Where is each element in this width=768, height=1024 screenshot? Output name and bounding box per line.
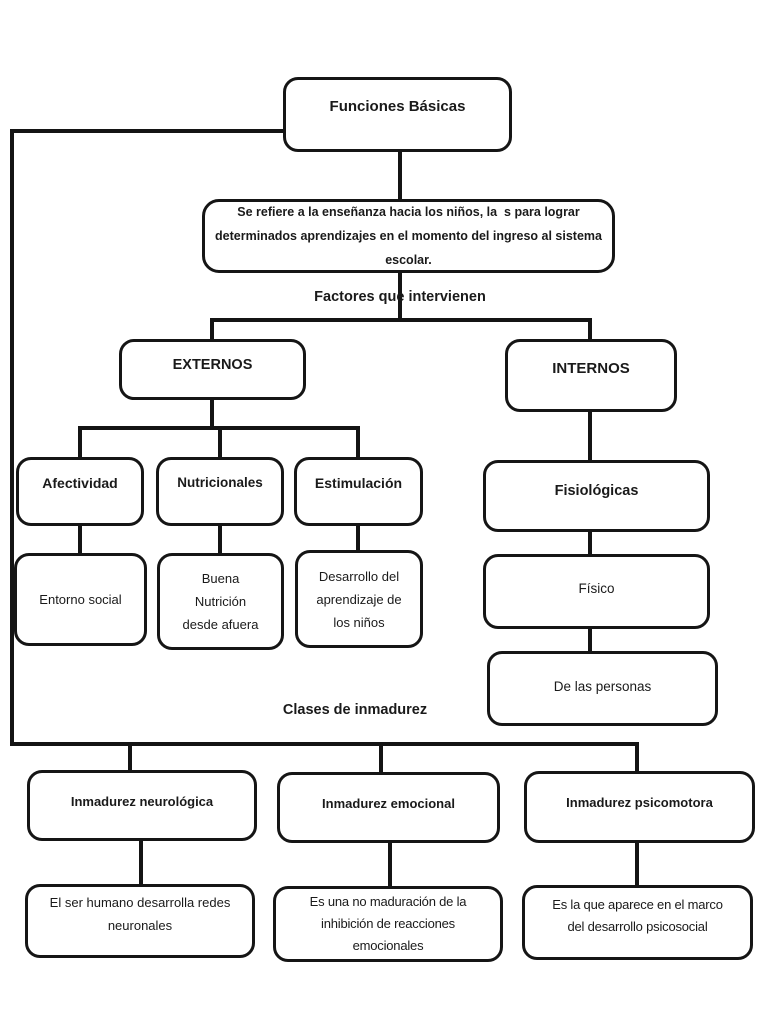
- inmadurez-psicomotora-node: Inmadurez psicomotora: [524, 771, 755, 843]
- connector-fisiologicas-fisico: [588, 530, 592, 556]
- connector-emocional-detail: [388, 841, 392, 888]
- factores-section-label: Factores que intervienen: [314, 289, 486, 305]
- clases-section-label: Clases de inmadurez: [282, 702, 428, 718]
- buena-nutricion-text: Buena Nutrición desde afuera: [182, 571, 259, 632]
- connector-psicomotora-drop: [635, 742, 639, 773]
- desarrollo-aprendizaje-node: Desarrollo del aprendizaje de los niños: [295, 550, 423, 648]
- nutricionales-node: Nutricionales: [156, 457, 284, 526]
- emocional-detail-text: Es una no maduración de la inhibición de…: [309, 894, 467, 953]
- connector-description-down: [398, 272, 402, 322]
- connector-nutricionales-detail: [218, 524, 222, 555]
- fisico-label: Físico: [578, 580, 615, 596]
- connector-externos-stub: [210, 318, 214, 342]
- connector-internos-fisiologicas: [588, 410, 592, 462]
- estimulacion-label: Estimulación: [314, 474, 403, 491]
- connector-psicomotora-detail: [635, 840, 639, 887]
- root-description-node: Se refiere a la enseñanza hacia los niño…: [202, 199, 615, 273]
- connector-externos-down: [210, 398, 214, 428]
- inmadurez-neurologica-node: Inmadurez neurológica: [27, 770, 257, 841]
- internos-label: INTERNOS: [552, 359, 630, 377]
- root-node: Funciones Básicas: [283, 77, 512, 152]
- connector-internos-stub: [588, 318, 592, 342]
- connector-estimulacion-detail: [356, 524, 360, 555]
- connector-factores-horizontal: [210, 318, 592, 322]
- afectividad-node: Afectividad: [16, 457, 144, 526]
- connector-emocional-drop: [379, 742, 383, 774]
- fisiologicas-label: Fisiológicas: [554, 483, 639, 499]
- de-las-personas-label: De las personas: [553, 678, 652, 694]
- psicomotora-detail-text: Es la que aparece en el marco del desarr…: [552, 896, 723, 934]
- emocional-detail-node: Es una no maduración de la inhibición de…: [273, 886, 503, 962]
- connector-afectividad-stub: [78, 426, 82, 460]
- externos-node: EXTERNOS: [119, 339, 306, 400]
- entorno-social-node: Entorno social: [14, 553, 147, 646]
- de-las-personas-node: De las personas: [487, 651, 718, 726]
- connector-nutricionales-stub: [218, 426, 222, 460]
- root-description-text: Se refiere a la enseñanza hacia los niño…: [215, 205, 602, 267]
- estimulacion-node: Estimulación: [294, 457, 423, 526]
- connector-left-vertical: [10, 129, 14, 746]
- connector-root-left-horizontal: [10, 129, 285, 133]
- connector-root-to-description: [398, 150, 402, 200]
- afectividad-label: Afectividad: [42, 474, 118, 491]
- fisiologicas-node: Fisiológicas: [483, 460, 710, 532]
- connector-neurologica-detail: [139, 839, 143, 886]
- connector-fisico-personas: [588, 627, 592, 653]
- desarrollo-aprendizaje-text: Desarrollo del aprendizaje de los niños: [316, 568, 402, 630]
- inmadurez-emocional-node: Inmadurez emocional: [277, 772, 500, 843]
- inmadurez-emocional-label: Inmadurez emocional: [322, 795, 455, 811]
- psicomotora-detail-node: Es la que aparece en el marco del desarr…: [522, 885, 753, 960]
- entorno-social-text: Entorno social: [39, 591, 122, 607]
- connector-neurologica-drop: [128, 742, 132, 772]
- internos-node: INTERNOS: [505, 339, 677, 412]
- fisico-node: Físico: [483, 554, 710, 629]
- buena-nutricion-node: Buena Nutrición desde afuera: [157, 553, 284, 650]
- neurologica-detail-node: El ser humano desarrolla redes neuronale…: [25, 884, 255, 958]
- connector-clases-horizontal: [10, 742, 639, 746]
- externos-label: EXTERNOS: [172, 356, 253, 373]
- root-node-label: Funciones Básicas: [329, 97, 466, 115]
- neurologica-detail-text: El ser humano desarrolla redes neuronale…: [49, 895, 231, 933]
- connector-estimulacion-stub: [356, 426, 360, 460]
- inmadurez-neurologica-label: Inmadurez neurológica: [70, 793, 214, 809]
- connector-afectividad-detail: [78, 524, 82, 555]
- nutricionales-label: Nutricionales: [177, 474, 263, 490]
- inmadurez-psicomotora-label: Inmadurez psicomotora: [566, 795, 713, 810]
